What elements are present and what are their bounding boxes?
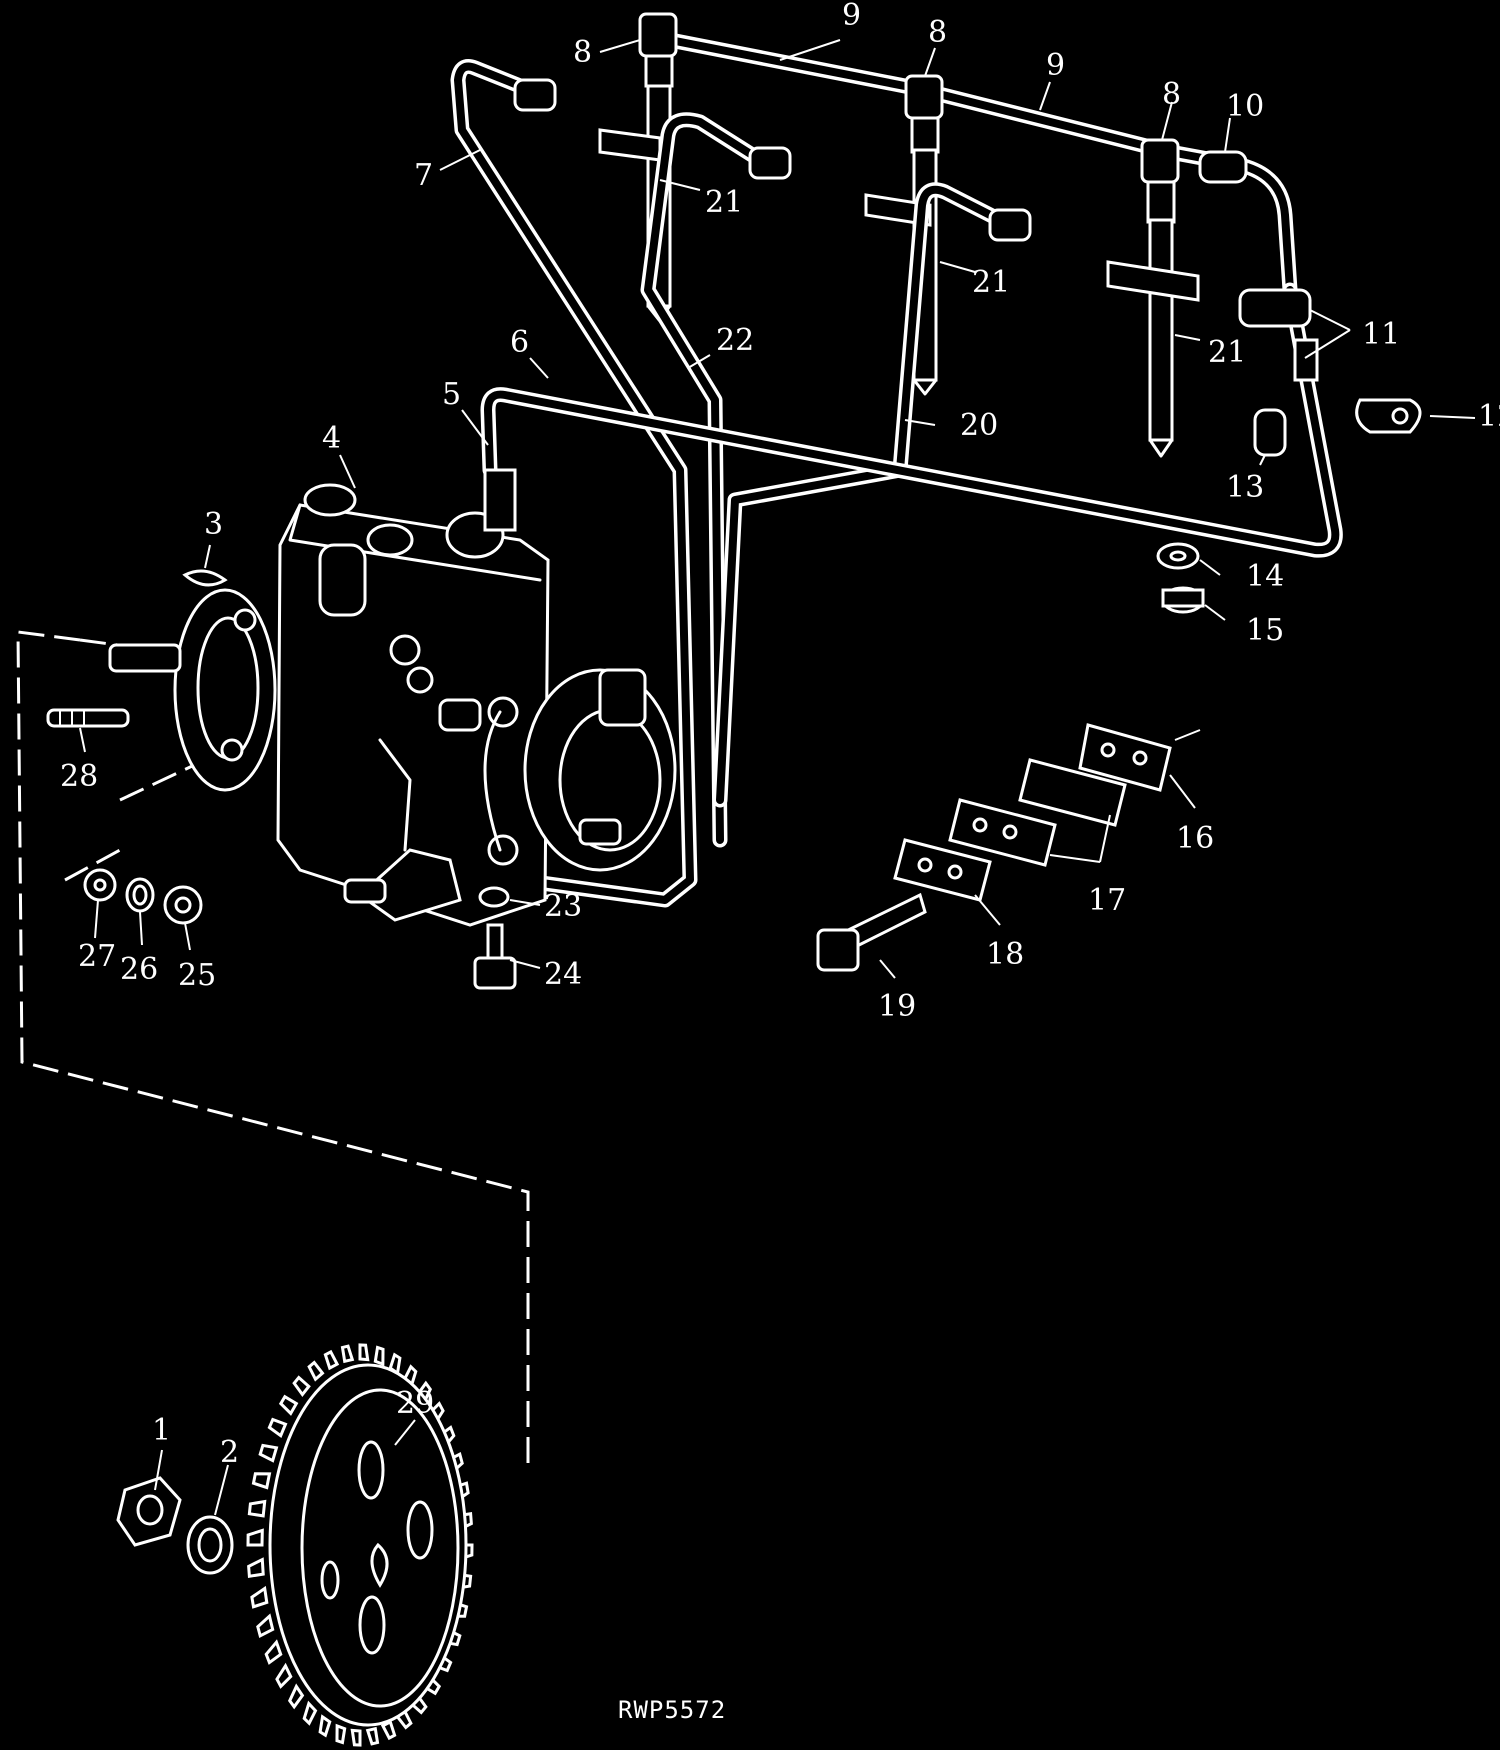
callout-22: 22 bbox=[716, 323, 754, 358]
gear-tooth bbox=[350, 1728, 362, 1747]
callout-23: 23 bbox=[544, 889, 582, 924]
callout-25: 25 bbox=[178, 958, 216, 993]
washer-14 bbox=[1156, 542, 1200, 570]
banjo-fitting-1 bbox=[638, 12, 678, 88]
gear-tooth bbox=[247, 1557, 265, 1579]
gear-tooth bbox=[307, 1360, 325, 1382]
callout-5: 5 bbox=[442, 377, 461, 412]
callout-4: 4 bbox=[322, 421, 341, 456]
clamp-12 bbox=[1355, 398, 1422, 434]
banjo-fitting-3 bbox=[1140, 138, 1180, 224]
gear-tooth bbox=[264, 1639, 283, 1665]
woodruff-key bbox=[182, 569, 228, 587]
gear-tooth bbox=[267, 1417, 288, 1439]
callout-9b: 9 bbox=[1046, 48, 1065, 83]
gear-tooth bbox=[246, 1528, 264, 1547]
nozzle-3 bbox=[1106, 218, 1200, 458]
callout-19: 19 bbox=[878, 989, 916, 1024]
gear-tooth bbox=[380, 1719, 397, 1741]
callout-20: 20 bbox=[960, 408, 998, 443]
gear-tooth bbox=[278, 1394, 299, 1416]
callout-21b: 21 bbox=[972, 265, 1010, 300]
gear-tooth bbox=[287, 1683, 305, 1710]
gear-tooth bbox=[358, 1343, 370, 1362]
gear-tooth bbox=[247, 1499, 267, 1518]
callout-2: 2 bbox=[220, 1435, 239, 1470]
gear-tooth bbox=[250, 1585, 269, 1609]
gear-tooth bbox=[258, 1443, 279, 1463]
gear-tooth bbox=[292, 1375, 311, 1398]
drive-gear bbox=[246, 1343, 474, 1747]
nut-25 bbox=[163, 885, 203, 925]
flat-washer-27 bbox=[83, 868, 117, 902]
callout-14: 14 bbox=[1246, 559, 1284, 594]
clamp-halves-17 bbox=[948, 758, 1127, 867]
callout-16: 16 bbox=[1176, 821, 1214, 856]
stud bbox=[46, 708, 130, 728]
callout-12: 12 bbox=[1478, 399, 1500, 434]
callout-26: 26 bbox=[120, 952, 158, 987]
figure-code: RWP5572 bbox=[618, 1696, 726, 1724]
gear-tooth bbox=[256, 1613, 275, 1638]
grommet-15 bbox=[1161, 586, 1205, 614]
gear-tooth bbox=[275, 1662, 293, 1689]
callout-8b: 8 bbox=[928, 15, 947, 50]
callout-18: 18 bbox=[986, 937, 1024, 972]
gear-tooth bbox=[251, 1472, 272, 1490]
callout-27: 27 bbox=[78, 939, 116, 974]
callout-9a: 9 bbox=[842, 0, 861, 33]
injection-lines bbox=[450, 59, 1343, 908]
gear-tooth bbox=[323, 1349, 340, 1371]
gear-tooth bbox=[335, 1723, 347, 1745]
callout-3: 3 bbox=[204, 507, 223, 542]
plate-18 bbox=[893, 838, 992, 902]
callout-1: 1 bbox=[152, 1413, 171, 1448]
leader-lines bbox=[79, 39, 1476, 1516]
spacer-13 bbox=[1253, 408, 1287, 457]
callout-8a: 8 bbox=[573, 35, 592, 70]
callout-28: 28 bbox=[60, 759, 98, 794]
callout-11: 11 bbox=[1362, 317, 1400, 352]
hardware-parts bbox=[46, 288, 1422, 1575]
gear-tooth bbox=[340, 1344, 355, 1364]
callout-15: 15 bbox=[1246, 613, 1284, 648]
injection-pump bbox=[108, 468, 677, 927]
gear-tooth bbox=[318, 1714, 332, 1738]
callout-29: 29 bbox=[396, 1386, 434, 1421]
plate-16 bbox=[1078, 723, 1172, 792]
hose-connector-10 bbox=[1198, 150, 1248, 184]
cap-screw-19 bbox=[816, 892, 927, 972]
callout-24: 24 bbox=[544, 957, 582, 992]
callout-7: 7 bbox=[414, 158, 433, 193]
callout-8c: 8 bbox=[1162, 77, 1181, 112]
callout-13: 13 bbox=[1226, 470, 1264, 505]
callout-labels: 1 2 3 4 5 6 7 8 8 8 9 9 10 11 12 13 14 1… bbox=[60, 0, 1500, 1724]
callout-6: 6 bbox=[510, 325, 529, 360]
gear-tooth bbox=[365, 1726, 380, 1746]
callout-21a: 21 bbox=[705, 185, 743, 220]
gear-tooth bbox=[302, 1700, 318, 1726]
banjo-fitting-2 bbox=[904, 74, 944, 154]
connector-11 bbox=[1238, 288, 1319, 382]
gear-tooth bbox=[373, 1345, 385, 1367]
callout-21c: 21 bbox=[1208, 335, 1246, 370]
screw-24 bbox=[473, 923, 517, 990]
callout-10: 10 bbox=[1226, 89, 1264, 124]
nut-1 bbox=[116, 1476, 182, 1547]
callout-17: 17 bbox=[1088, 883, 1126, 918]
washer-2 bbox=[186, 1515, 234, 1575]
lock-washer-26 bbox=[125, 877, 155, 913]
washer-23 bbox=[478, 886, 510, 908]
